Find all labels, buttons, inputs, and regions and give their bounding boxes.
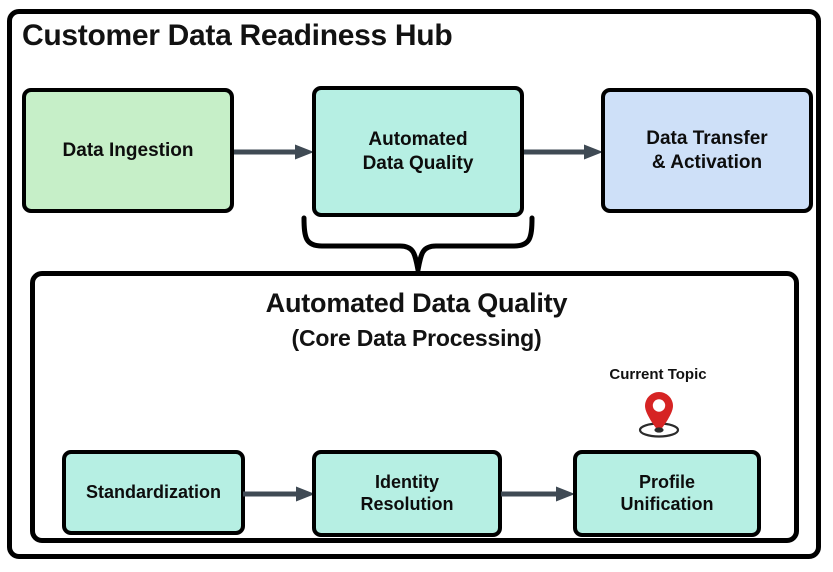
node-profile-unification-label: Profile Unification bbox=[621, 472, 714, 516]
node-automated-data-quality[interactable]: Automated Data Quality bbox=[312, 86, 524, 217]
node-adq-line2: Data Quality bbox=[362, 152, 474, 174]
node-identity-line1: Identity bbox=[374, 471, 439, 492]
node-profile-line2: Unification bbox=[620, 493, 714, 514]
node-data-transfer-activation[interactable]: Data Transfer & Activation bbox=[601, 88, 813, 213]
detail-panel-subheading: (Core Data Processing) bbox=[291, 325, 542, 351]
node-identity-line2: Resolution bbox=[360, 493, 454, 514]
node-profile-unification[interactable]: Profile Unification bbox=[573, 450, 761, 537]
node-adq-line1: Automated bbox=[368, 129, 468, 151]
node-standardization-label: Standardization bbox=[85, 481, 221, 502]
arrow-standardization-to-identity bbox=[243, 485, 315, 503]
node-data-transfer-label: Data Transfer & Activation bbox=[646, 127, 767, 173]
arrow-quality-to-transfer bbox=[524, 143, 603, 161]
page-title: Customer Data Readiness Hub bbox=[22, 19, 453, 52]
node-profile-line1: Profile bbox=[638, 471, 695, 492]
map-pin-icon bbox=[636, 389, 682, 439]
node-data-ingestion-label: Data Ingestion bbox=[62, 139, 194, 161]
node-transfer-line2: & Activation bbox=[651, 151, 763, 173]
detail-panel-heading: Automated Data Quality bbox=[265, 288, 568, 318]
node-standardization[interactable]: Standardization bbox=[62, 450, 245, 535]
arrow-ingestion-to-quality bbox=[234, 143, 314, 161]
node-transfer-line1: Data Transfer bbox=[646, 128, 768, 150]
node-identity-resolution-label: Identity Resolution bbox=[361, 472, 454, 516]
brace-connector-icon bbox=[300, 215, 536, 274]
node-automated-data-quality-label: Automated Data Quality bbox=[363, 128, 474, 174]
arrow-identity-to-profile bbox=[501, 485, 575, 503]
node-identity-resolution[interactable]: Identity Resolution bbox=[312, 450, 502, 537]
current-topic-label: Current Topic bbox=[609, 366, 707, 383]
node-data-ingestion[interactable]: Data Ingestion bbox=[22, 88, 234, 213]
